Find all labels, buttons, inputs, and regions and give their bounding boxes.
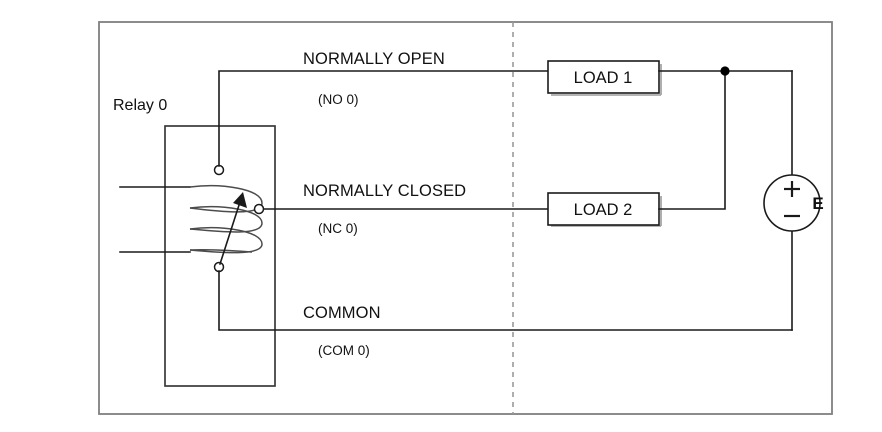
relay-title-label: Relay 0	[113, 97, 167, 114]
voltage-source-label: E	[812, 194, 823, 213]
load-2-block: LOAD 2	[547, 192, 662, 227]
relay-body-box	[164, 125, 276, 387]
relay-coil	[189, 185, 263, 254]
terminal-common-pivot	[213, 261, 225, 273]
load-1-box	[547, 60, 660, 94]
wire-common	[218, 270, 793, 331]
normally-open-code: (NO 0)	[318, 92, 359, 107]
wire-normally-open	[218, 70, 549, 167]
normally-closed-label: NORMALLY CLOSED	[303, 182, 466, 200]
common-label: COMMON	[303, 304, 381, 322]
load-1-label: LOAD 1	[574, 69, 633, 87]
junction-dot	[720, 66, 730, 76]
normally-closed-code: (NC 0)	[318, 221, 358, 236]
voltage-source: E	[763, 174, 824, 232]
load-2-box	[547, 192, 660, 226]
wire-load2-to-junction	[658, 70, 726, 210]
voltage-source-circle	[763, 174, 821, 232]
terminal-normally-open	[213, 164, 225, 176]
relay-armature-arrow	[218, 192, 247, 266]
load-2-label: LOAD 2	[574, 201, 633, 219]
terminal-normally-closed	[253, 203, 265, 215]
normally-open-label: NORMALLY OPEN	[303, 50, 445, 68]
common-code: (COM 0)	[318, 343, 370, 358]
diagram-outer-border	[98, 21, 833, 415]
load-1-block: LOAD 1	[547, 60, 662, 96]
